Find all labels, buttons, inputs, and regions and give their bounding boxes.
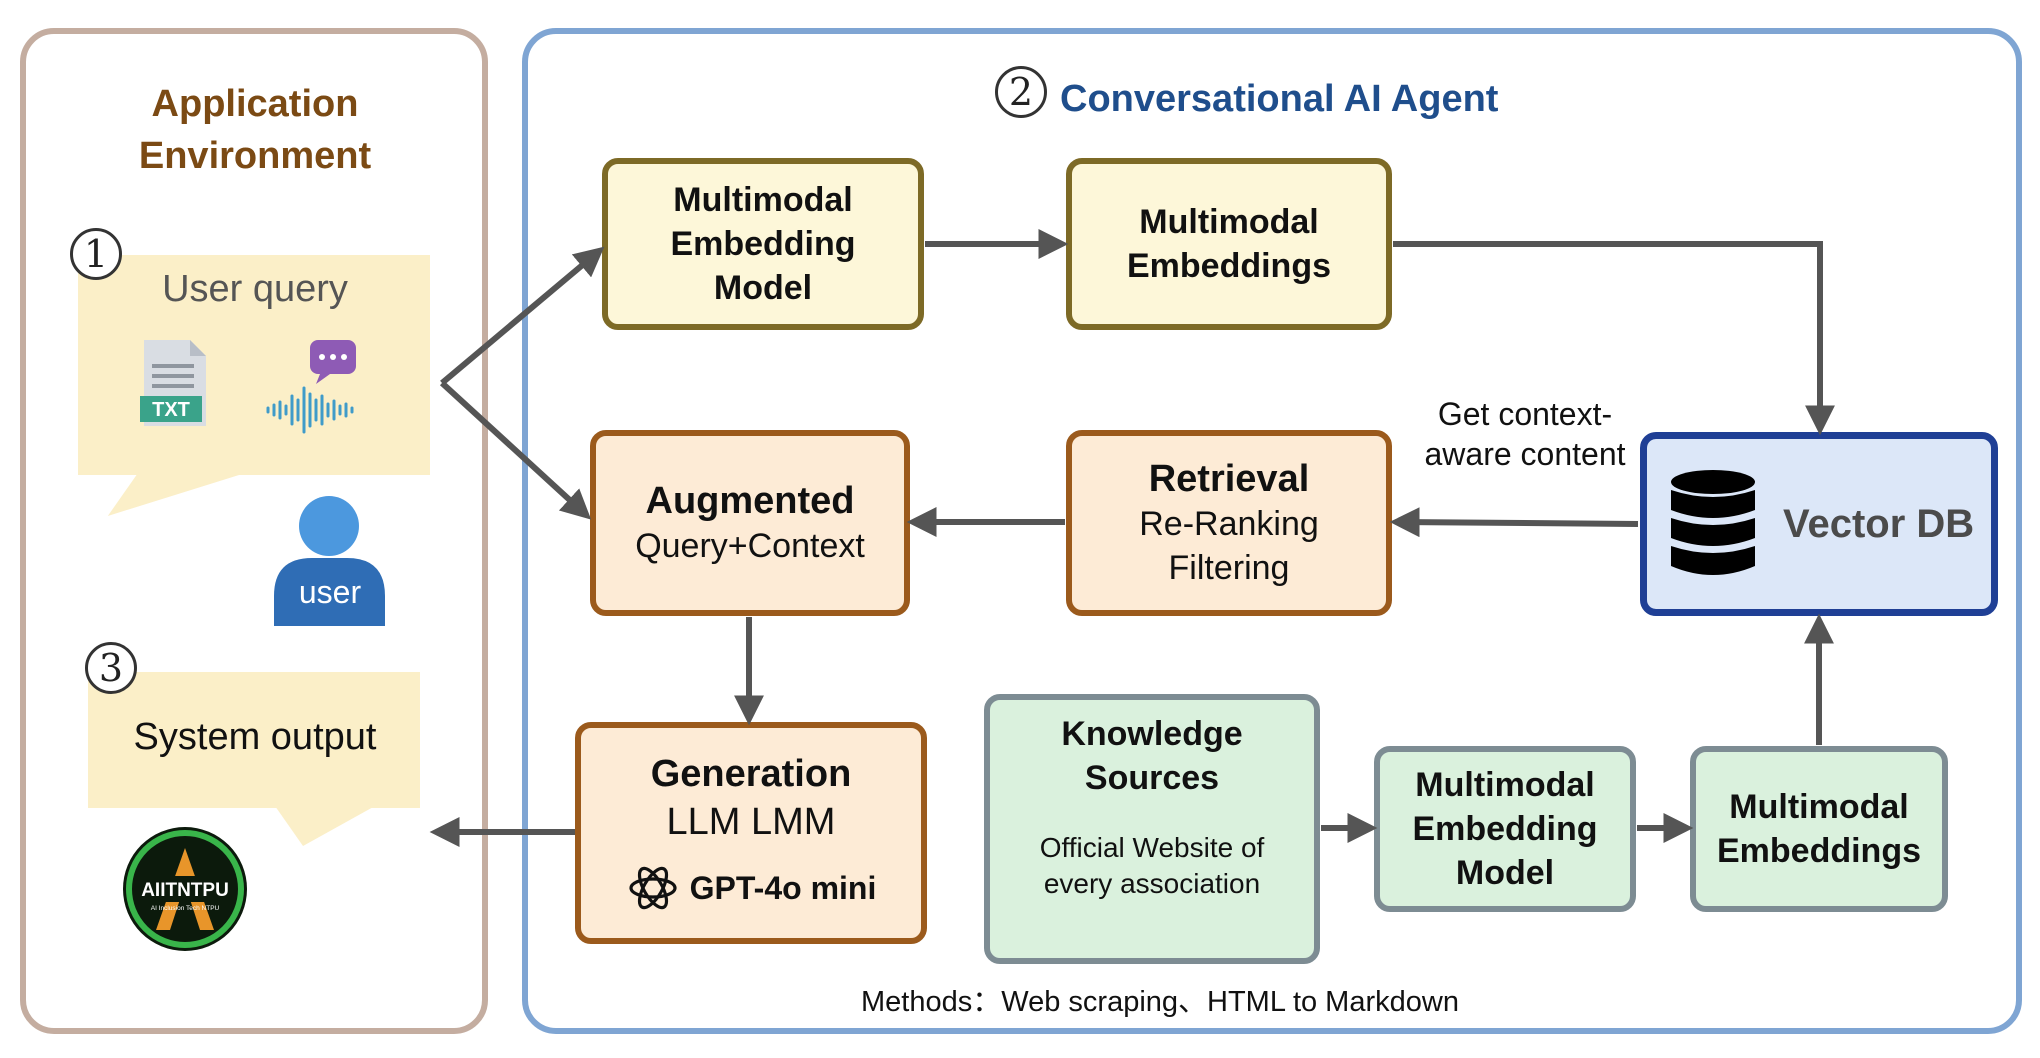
txt-badge-text: TXT (152, 399, 190, 421)
conversational-agent-panel (522, 28, 2022, 1034)
user-query-bubble (78, 255, 430, 475)
arrow-embeddings-to-vectordb (1393, 241, 1835, 436)
logo-subtext: AI Inclusion Tech NTPU (151, 905, 220, 912)
vector-db-box: Vector DB (1640, 432, 1998, 616)
application-environment-panel (20, 28, 488, 1034)
gpt-model-label: GPT-4o mini (626, 861, 876, 915)
multimodal-embedding-model-box: Multimodal Embedding Model (602, 158, 924, 330)
step-3-badge: 3 (85, 642, 137, 694)
arrow-vectordb-to-retrieval (1389, 507, 1639, 538)
user-avatar-icon (274, 496, 385, 626)
openai-icon (629, 866, 677, 910)
get-context-label: Get context-aware content (1424, 396, 1626, 472)
conversational-agent-title: Conversational AI Agent (1060, 78, 1499, 120)
step-1-badge: 1 (70, 228, 122, 280)
generation-box: Generation LLM LMM GPT-4o mini (575, 722, 927, 944)
txt-file-icon: TXT (140, 340, 206, 426)
knowledge-embedding-model-box: Multimodal Embedding Model (1374, 746, 1636, 912)
user-query-label: User query (162, 268, 348, 310)
knowledge-sources-description: Official Website of every association (1039, 832, 1265, 899)
arrow-query-to-augmented (439, 380, 592, 520)
retrieval-box: Retrieval Re-Ranking Filtering (1066, 430, 1392, 616)
methods-caption: Methods：Web scraping、HTML to Markdown (861, 986, 1459, 1018)
application-environment-title: Application Environment (138, 83, 372, 177)
step-2-badge: 2 (995, 66, 1047, 118)
arrow-query-to-embedding-model (440, 246, 605, 386)
voice-message-icon (266, 340, 356, 434)
database-icon (1671, 470, 1755, 575)
system-output-label: System output (133, 716, 377, 758)
knowledge-sources-box: Knowledge Sources Official Website of ev… (984, 694, 1320, 964)
aiitntpu-logo: AIITNTPU AI Inclusion Tech NTPU (123, 827, 247, 951)
logo-text: AIITNTPU (141, 880, 229, 901)
multimodal-embeddings-box: Multimodal Embeddings (1066, 158, 1392, 330)
system-output-bubble (88, 672, 420, 808)
user-label: user (298, 574, 362, 610)
